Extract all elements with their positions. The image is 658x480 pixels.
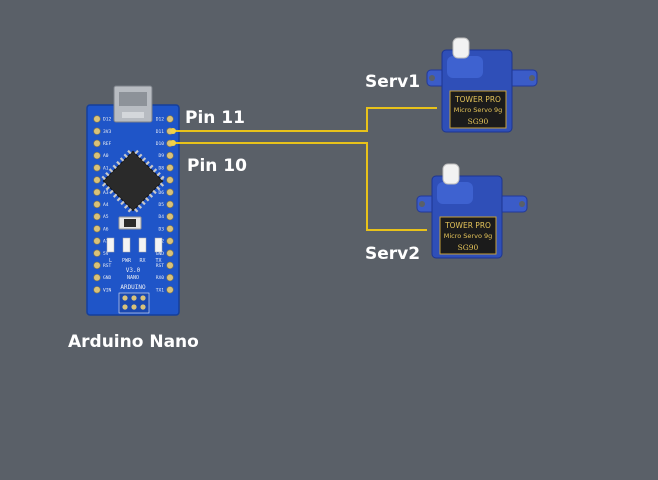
- servo-label-plate: [449, 90, 507, 129]
- servo-horn: [442, 163, 460, 185]
- wires: [173, 107, 437, 231]
- left-pin-label: VIN: [103, 287, 112, 293]
- led: [154, 237, 163, 253]
- silk-version: V3.0: [126, 267, 141, 274]
- left-pin-label: REF: [103, 141, 112, 147]
- arduino-nano-board: D123V3REFA0A1A2A3A4A5A6A75VRSTGNDVIN D12…: [86, 85, 180, 316]
- silk-model: NANO: [127, 275, 139, 281]
- wire-pin10-to-serv2: [173, 142, 427, 231]
- left-pin-pad: [93, 213, 101, 221]
- right-pin-label: D9: [158, 153, 164, 159]
- servo-2: TOWER PRO Micro Servo 9g SG90: [416, 163, 528, 259]
- right-pin-pad: [166, 249, 174, 257]
- servo-brand: TOWER PRO: [454, 95, 501, 104]
- pin11-pad-highlight: [170, 128, 176, 134]
- left-pin-label: GND: [103, 275, 112, 281]
- servo-model-line: Micro Servo 9g: [444, 232, 493, 240]
- left-pin-label: A3: [103, 190, 109, 196]
- right-pin-pad: [166, 237, 174, 245]
- pin-11-label: Pin 11: [185, 108, 245, 128]
- microcontroller-chip: [101, 149, 165, 213]
- left-pin-pad: [93, 139, 101, 147]
- led-labels: L PWR RX TX: [109, 258, 162, 264]
- right-pin-pad: [166, 213, 174, 221]
- left-pin-pad: [93, 152, 101, 160]
- led-label: PWR: [122, 258, 132, 264]
- right-pin-label: RX0: [156, 275, 165, 281]
- servo-2-name: Serv2: [365, 244, 421, 264]
- left-pin-pad: [93, 188, 101, 196]
- right-pin-label: D3: [158, 226, 164, 232]
- right-pin-pad: [166, 188, 174, 196]
- right-pin-label: D11: [156, 129, 165, 135]
- left-pin-labels: D123V3REFA0A1A2A3A4A5A6A75VRSTGNDVIN: [103, 117, 112, 294]
- servo-brand: TOWER PRO: [444, 221, 491, 230]
- left-pin-label: A6: [103, 226, 109, 232]
- servo-model: SG90: [458, 243, 479, 252]
- left-pin-pad: [93, 200, 101, 208]
- right-pin-label: D8: [158, 165, 164, 171]
- left-pin-pad: [93, 237, 101, 245]
- led: [106, 237, 115, 253]
- right-pin-label: D6: [158, 190, 164, 196]
- usb-connector: [113, 85, 153, 123]
- right-pin-label: GND: [156, 251, 165, 257]
- left-pin-label: 3V3: [103, 129, 112, 135]
- right-pin-label: RST: [156, 263, 165, 269]
- reset-button: [118, 216, 142, 230]
- left-pin-label: D12: [103, 117, 112, 123]
- right-pin-pad: [166, 176, 174, 184]
- servo-1-name: Serv1: [365, 72, 421, 92]
- right-pin-pad: [166, 164, 174, 172]
- wire-pin11-to-serv1: [173, 107, 437, 132]
- right-pin-pad: [166, 200, 174, 208]
- right-pin-pad: [166, 225, 174, 233]
- left-pin-label: A4: [103, 202, 109, 208]
- pin-10-label: Pin 10: [187, 156, 247, 176]
- right-pin-pad: [166, 152, 174, 160]
- left-pin-pad: [93, 249, 101, 257]
- pin10-pad-highlight: [170, 140, 176, 146]
- right-pin-pad: [166, 115, 174, 123]
- left-pin-label: RST: [103, 263, 112, 269]
- right-pin-label: D4: [158, 214, 164, 220]
- led: [138, 237, 147, 253]
- right-pin-label: D10: [156, 141, 165, 147]
- left-pin-label: A0: [103, 153, 109, 159]
- left-pin-label: A7: [103, 239, 109, 245]
- left-pin-pad: [93, 115, 101, 123]
- servo-label-plate: [439, 216, 497, 255]
- left-pin-label: A5: [103, 214, 109, 220]
- right-pin-pad: [166, 286, 174, 294]
- left-pin-pad: [93, 274, 101, 282]
- right-pin-label: D12: [156, 117, 165, 123]
- left-pin-pad: [93, 127, 101, 135]
- icsp-header: [118, 292, 150, 314]
- servo-1: TOWER PRO Micro Servo 9g SG90: [426, 37, 538, 133]
- board-caption: Arduino Nano: [68, 332, 199, 352]
- left-pin-pad: [93, 164, 101, 172]
- left-pin-pad: [93, 176, 101, 184]
- right-pin-pad: [166, 261, 174, 270]
- silk-brand: ARDUINO: [120, 284, 146, 291]
- left-pin-pad: [93, 225, 101, 233]
- status-leds: [106, 237, 163, 253]
- led-label: L: [109, 258, 112, 264]
- led-label: TX: [155, 258, 161, 264]
- servo-horn: [452, 37, 470, 59]
- servo-model: SG90: [468, 117, 489, 126]
- led: [122, 237, 131, 253]
- right-pin-label: TX1: [156, 287, 165, 293]
- left-pin-pad: [93, 286, 101, 294]
- right-pin-label: D5: [158, 202, 164, 208]
- left-pin-label: A1: [103, 165, 109, 171]
- left-pin-header: [93, 115, 101, 294]
- led-label: RX: [139, 258, 145, 264]
- left-pin-label: 5V: [103, 251, 109, 257]
- left-pin-pad: [93, 261, 101, 270]
- servo-model-line: Micro Servo 9g: [454, 106, 503, 114]
- right-pin-pad: [166, 274, 174, 282]
